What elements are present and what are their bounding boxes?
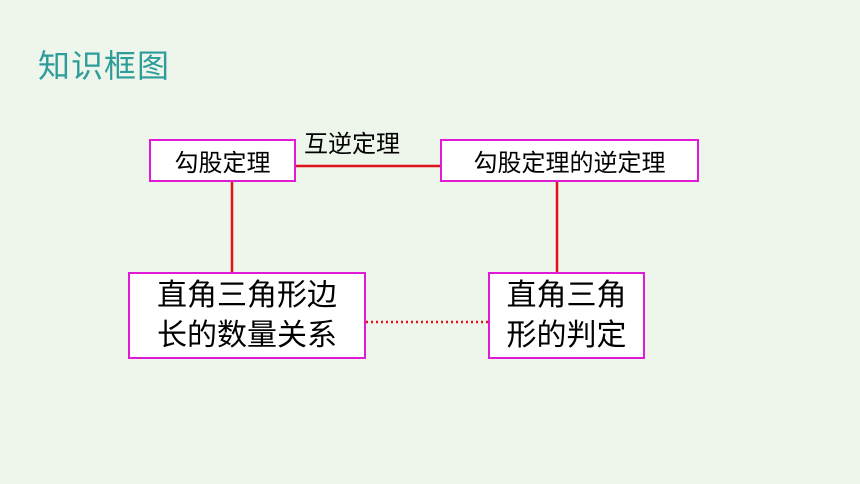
node-converse-theorem: 勾股定理的逆定理 [440,139,699,182]
node-pythagorean-theorem: 勾股定理 [149,139,296,182]
node-label-line-1: 直角三角 [506,277,627,313]
node-right-triangle-judgment: 直角三角 形的判定 [488,272,645,359]
node-label-line-2: 长的数量关系 [157,317,337,353]
node-label-line-2: 形的判定 [506,317,627,353]
page-title: 知识框图 [38,47,171,85]
node-label-line-1: 直角三角形边 [157,277,337,313]
node-side-relation: 直角三角形边 长的数量关系 [128,272,366,359]
inverse-theorem-label: 互逆定理 [304,130,400,158]
node-label: 勾股定理的逆定理 [473,149,666,177]
node-label: 勾股定理 [174,149,271,177]
